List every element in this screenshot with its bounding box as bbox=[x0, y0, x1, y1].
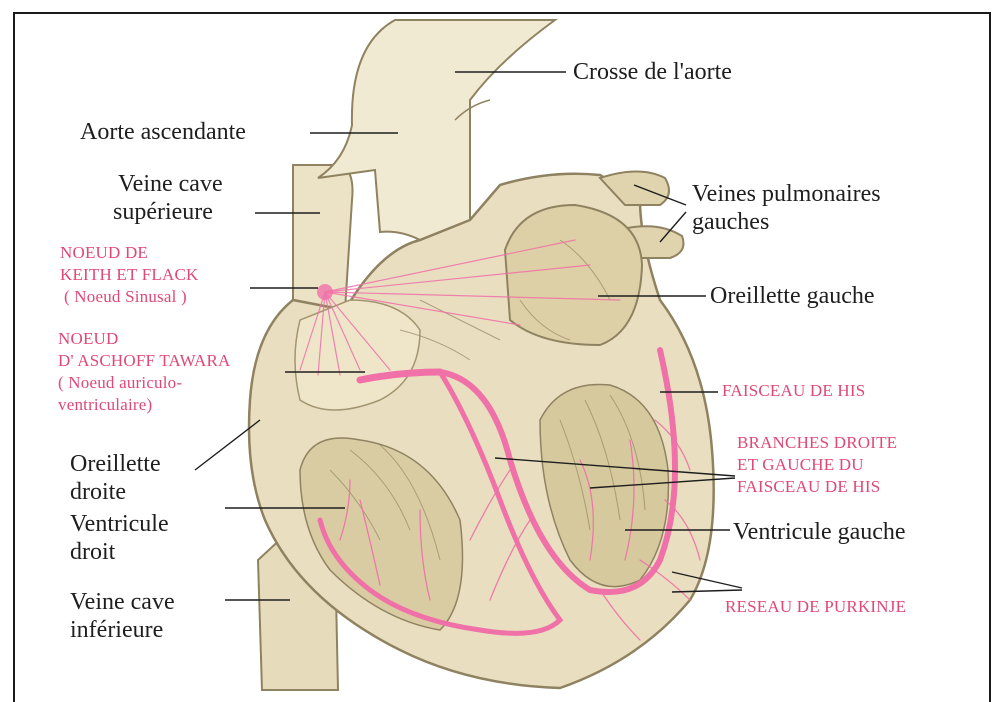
label-aschoff-line3: ( Noeud auriculo- bbox=[58, 372, 231, 394]
label-od-line1: Oreillette bbox=[70, 450, 161, 478]
label-branches-faisceau: BRANCHES DROITE ET GAUCHE DU FAISCEAU DE… bbox=[737, 432, 897, 498]
label-vp-line2: gauches bbox=[692, 208, 881, 236]
label-aschoff-line4: ventriculaire) bbox=[58, 394, 231, 416]
label-vcs-line1: Veine cave bbox=[118, 170, 223, 198]
label-vci-line2: inférieure bbox=[70, 616, 175, 644]
label-keith-line1: NOEUD DE bbox=[60, 242, 198, 264]
label-keith-line3: ( Noeud Sinusal ) bbox=[64, 286, 198, 308]
label-veine-cave-inferieure: Veine cave inférieure bbox=[70, 588, 175, 644]
label-faisceau-his: FAISCEAU DE HIS bbox=[722, 380, 865, 402]
label-noeud-keith-flack: NOEUD DE KEITH ET FLACK ( Noeud Sinusal … bbox=[60, 242, 198, 308]
label-reseau-purkinje: RESEAU DE PURKINJE bbox=[725, 596, 906, 618]
label-branches-line2: ET GAUCHE DU bbox=[737, 454, 897, 476]
label-aschoff-line2: D' ASCHOFF TAWARA bbox=[58, 350, 231, 372]
label-vp-line1: Veines pulmonaires bbox=[692, 180, 881, 208]
label-aorte-ascendante: Aorte ascendante bbox=[80, 118, 246, 146]
label-vd-line1: Ventricule bbox=[70, 510, 169, 538]
label-oreillette-gauche: Oreillette gauche bbox=[710, 282, 875, 310]
label-vd-line2: droit bbox=[70, 538, 169, 566]
label-noeud-aschoff-tawara: NOEUD D' ASCHOFF TAWARA ( Noeud auriculo… bbox=[58, 328, 231, 416]
label-keith-line2: KEITH ET FLACK bbox=[60, 264, 198, 286]
label-vci-line1: Veine cave bbox=[70, 588, 175, 616]
label-veines-pulmonaires: Veines pulmonaires gauches bbox=[692, 180, 881, 236]
sa-node bbox=[317, 284, 333, 300]
label-vcs-line2: supérieure bbox=[113, 198, 223, 226]
left-atrium-cavity bbox=[505, 205, 642, 345]
label-crosse-aorte: Crosse de l'aorte bbox=[573, 58, 732, 86]
label-ventricule-gauche: Ventricule gauche bbox=[733, 518, 906, 546]
label-aschoff-line1: NOEUD bbox=[58, 328, 231, 350]
label-branches-line1: BRANCHES DROITE bbox=[737, 432, 897, 454]
label-oreillette-droite: Oreillette droite bbox=[70, 450, 161, 506]
label-branches-line3: FAISCEAU DE HIS bbox=[737, 476, 897, 498]
label-od-line2: droite bbox=[70, 478, 161, 506]
label-ventricule-droit: Ventricule droit bbox=[70, 510, 169, 566]
label-veine-cave-superieure: Veine cave supérieure bbox=[118, 170, 223, 226]
